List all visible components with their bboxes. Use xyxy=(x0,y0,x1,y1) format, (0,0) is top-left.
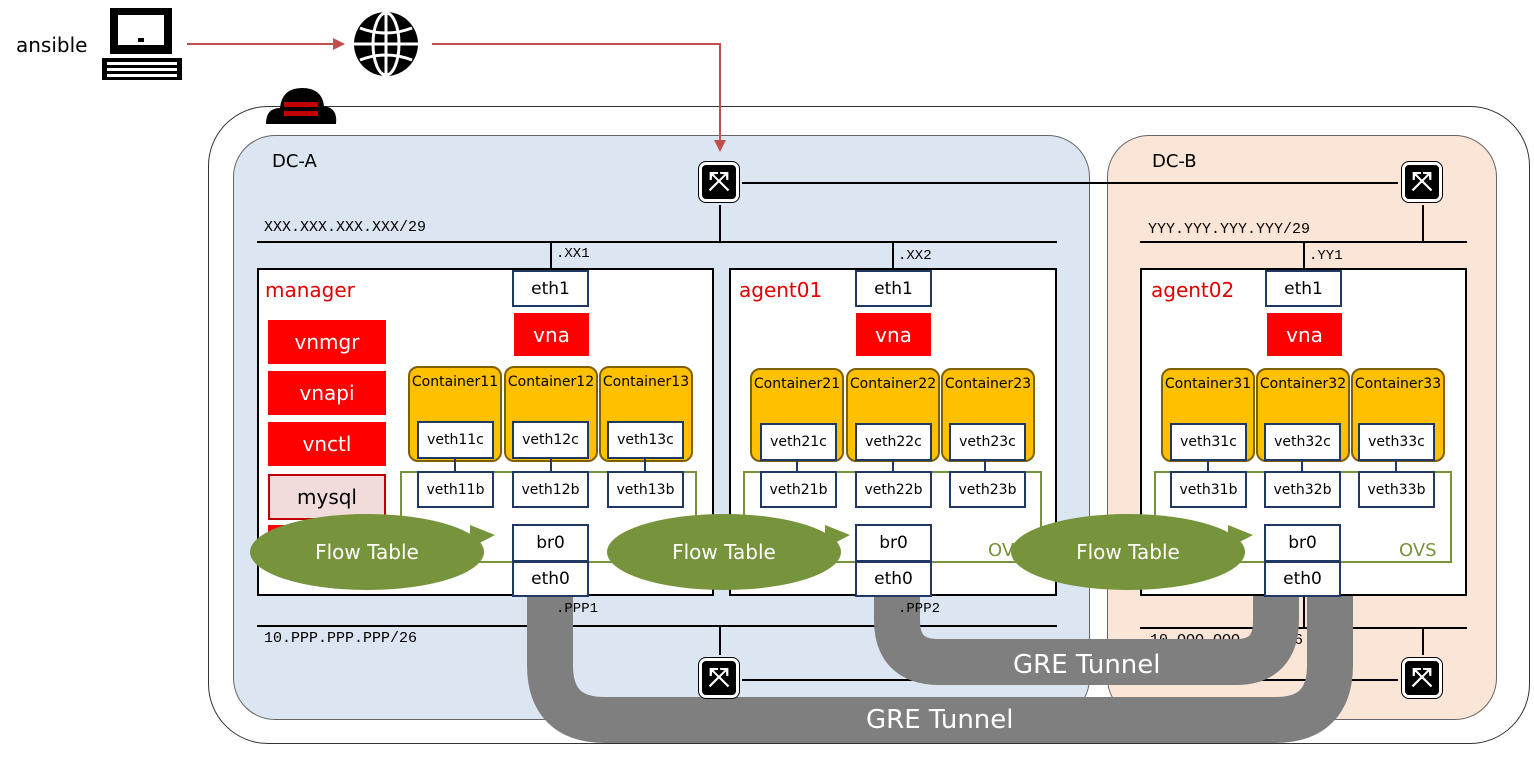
gre-tunnel-inner xyxy=(874,596,1299,685)
veth21c: veth21c xyxy=(760,423,837,461)
agent02-eth1-addr: .YY1 xyxy=(1309,248,1343,264)
cloud-icon xyxy=(266,88,337,124)
dc-b-label: DC-B xyxy=(1152,151,1197,172)
dc-b-private-switch-icon: ⤧ xyxy=(1402,658,1442,698)
veth11c: veth11c xyxy=(417,421,494,459)
agent01-label: agent01 xyxy=(739,278,823,302)
veth21b: veth21b xyxy=(760,471,837,508)
agent02-ovs-label: OVS xyxy=(1399,540,1437,561)
agent01-vna: vna xyxy=(856,313,931,356)
vnapi-service: vnapi xyxy=(268,371,386,415)
agent02-eth1: eth1 xyxy=(1265,270,1342,307)
manager-eth0-addr: .PPP1 xyxy=(556,601,599,617)
veth33c: veth33c xyxy=(1358,423,1435,461)
veth13b: veth13b xyxy=(607,471,684,508)
vnmgr-service: vnmgr xyxy=(268,320,386,364)
veth31b: veth31b xyxy=(1170,471,1247,508)
veth22b: veth22b xyxy=(855,471,932,508)
agent01-eth0-addr: .PPP2 xyxy=(898,601,941,617)
veth11b: veth11b xyxy=(417,471,494,508)
manager-label: manager xyxy=(265,278,355,302)
gre-tunnel-label-outer: GRE Tunnel xyxy=(866,705,1014,735)
dc-a-private-switch-icon: ⤧ xyxy=(699,658,739,698)
veth22c: veth22c xyxy=(855,423,932,461)
cloud-boundary xyxy=(208,106,1530,744)
flow-table-agent01: Flow Table xyxy=(607,514,841,590)
flow-table-manager: Flow Table xyxy=(250,514,484,590)
dc-a-private-net: 10.PPP.PPP.PPP/26 xyxy=(264,630,418,647)
gre-tunnel-outer xyxy=(527,596,1353,743)
agent01-eth1: eth1 xyxy=(855,270,932,307)
agent02-eth0: eth0 xyxy=(1264,561,1341,597)
flow-table-agent02: Flow Table xyxy=(1011,514,1245,590)
veth33b: veth33b xyxy=(1358,471,1435,508)
manager-eth1: eth1 xyxy=(512,270,589,307)
veth12b: veth12b xyxy=(512,471,589,508)
gre-tunnel-label-inner: GRE Tunnel xyxy=(1013,650,1161,680)
manager-eth0: eth0 xyxy=(512,561,589,597)
dc-a-public-net: XXX.XXX.XXX.XXX/29 xyxy=(264,219,427,236)
veth31c: veth31c xyxy=(1170,423,1247,461)
globe-icon xyxy=(354,11,418,77)
vnctl-service: vnctl xyxy=(268,422,386,466)
veth13c: veth13c xyxy=(607,421,684,459)
agent02-vna: vna xyxy=(1267,313,1342,356)
dc-a-public-switch-icon: ⤧ xyxy=(699,162,739,202)
dc-a-label: DC-A xyxy=(272,151,317,172)
veth23c: veth23c xyxy=(949,423,1026,461)
veth23b: veth23b xyxy=(949,471,1026,508)
manager-eth1-addr: .XX1 xyxy=(556,246,590,262)
agent02-br0: br0 xyxy=(1264,524,1341,562)
dc-b-public-net: YYY.YYY.YYY.YYY/29 xyxy=(1148,221,1311,238)
veth32c: veth32c xyxy=(1264,423,1341,461)
agent01-eth0: eth0 xyxy=(855,561,932,597)
agent01-eth1-addr: .XX2 xyxy=(898,248,932,264)
ansible-label: ansible xyxy=(16,33,88,57)
veth12c: veth12c xyxy=(512,421,589,459)
agent02-label: agent02 xyxy=(1151,278,1235,302)
veth32b: veth32b xyxy=(1264,471,1341,508)
manager-vna: vna xyxy=(514,313,589,356)
computer-icon xyxy=(102,8,182,80)
dc-b-public-switch-icon: ⤧ xyxy=(1402,162,1442,202)
